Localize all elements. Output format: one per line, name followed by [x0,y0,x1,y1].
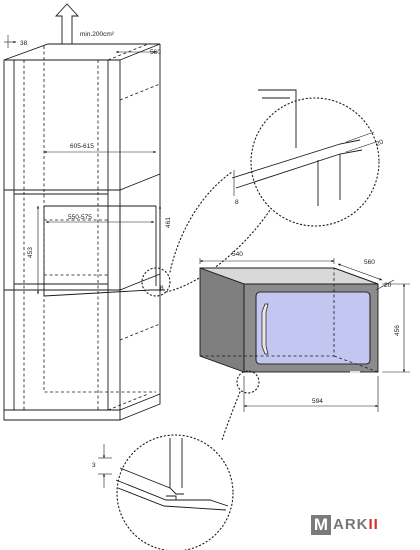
dim-560-appliance-label: 560 [364,259,375,266]
dim-540 [199,258,335,264]
detail-leader-appliance [221,391,241,441]
dim-550-575-label: 550-575 [68,214,92,221]
appliance-handle [261,303,269,355]
detail-leader-top [169,171,233,273]
dim-540-label: 540 [232,251,243,258]
dim-20-appliance [375,279,395,291]
dim-594 [243,376,379,412]
dim-38 [4,35,17,48]
ventilation-arrow [54,3,80,45]
dim-20-detail-label: 20 [375,139,385,148]
dim-8-detail-label: 8 [235,199,239,206]
brand-logo-text: ARKII [333,515,379,535]
dim-594-label: 594 [312,398,323,405]
dim-605-615-label: 605-615 [70,143,94,150]
brand-logo-mark: M [311,515,331,535]
detail-circle-appliance [236,370,260,394]
appliance-glass [255,291,371,365]
tall-cabinet [3,43,165,421]
dim-560-appliance [337,263,383,281]
appliance [199,267,379,373]
dim-8-small-label: 8 [160,285,164,292]
detail-circle-bottom [98,434,234,550]
dim-456 [382,283,410,373]
detail-circle-small [141,267,171,297]
dim-20-appliance-label: 20 [384,282,392,289]
detail-circle-top [231,89,380,227]
dim-453-label: 453 [27,247,34,258]
dim-456-label: 456 [394,325,401,336]
ventilation-label: min.200cm² [80,31,115,38]
dim-461-label: 461 [165,217,172,228]
dim-3-label: 3 [92,462,96,469]
detail-leader-bottom [165,209,271,293]
dim-560-cabinet-label: 560 [150,49,161,56]
brand-logo-rest: ARK [333,516,369,533]
dim-38-label: 38 [20,40,28,47]
brand-logo-accent: II [368,516,379,533]
